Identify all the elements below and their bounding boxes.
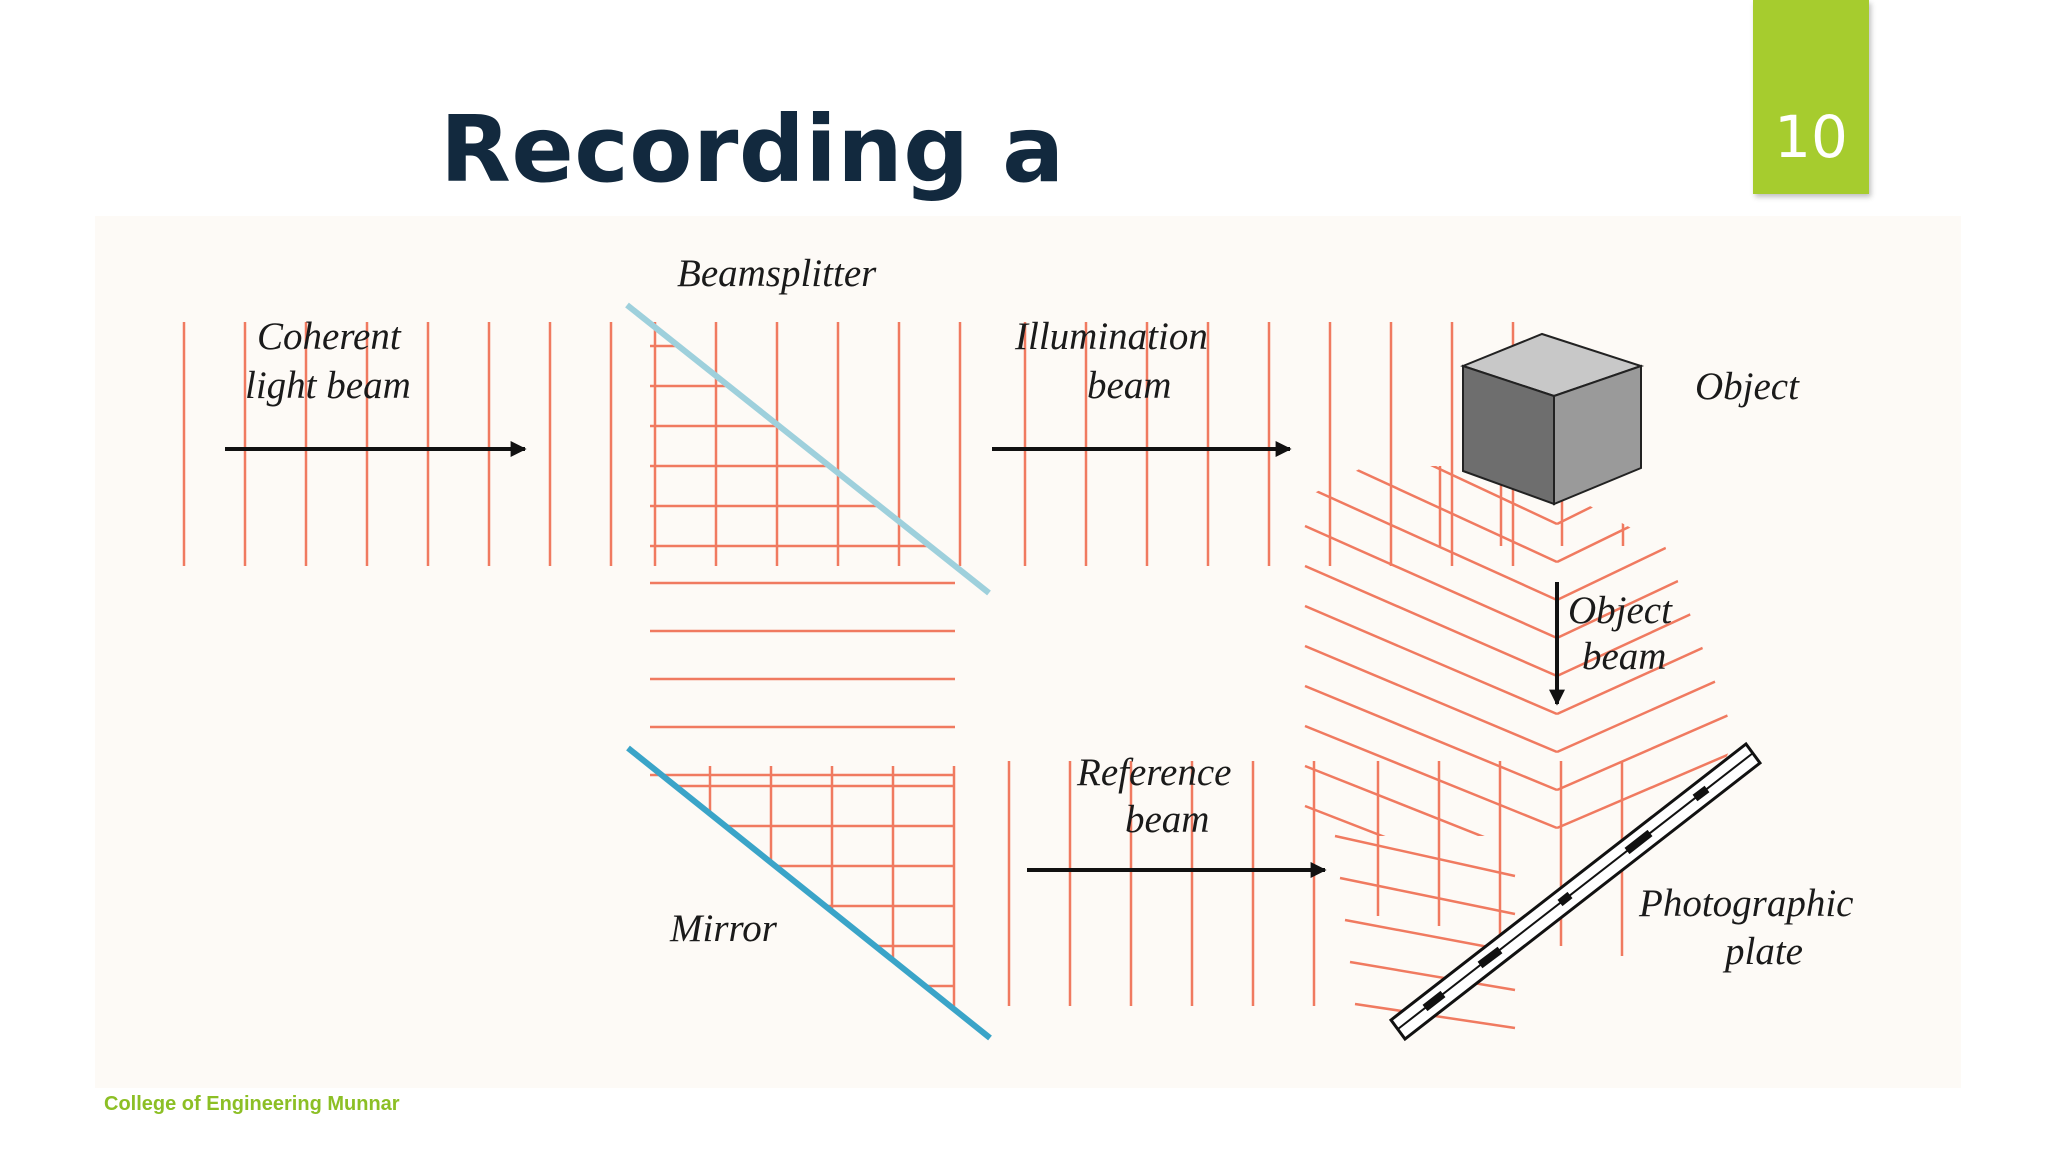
diagram-canvas: Beamsplitter Coherent light beam Illumin…	[182, 252, 1853, 1042]
hologram-recording-diagram: Beamsplitter Coherent light beam Illumin…	[95, 216, 1961, 1088]
wavefront-line	[1304, 644, 1558, 754]
page-number-tab: 10	[1753, 0, 1869, 194]
wavefront-line	[1334, 834, 1516, 878]
wavefront-line	[1556, 524, 1735, 640]
photographic-plate-label-line1: Photographic	[1638, 882, 1853, 925]
wavefront-line	[1349, 960, 1516, 992]
wavefront-line	[1339, 876, 1516, 916]
photographic-plate	[1388, 741, 1763, 1042]
page-number: 10	[1774, 103, 1848, 171]
object-cube	[1460, 332, 1645, 506]
wavefront-line	[1304, 466, 1558, 564]
illumination-beam-label-line1: Illumination	[1014, 315, 1208, 358]
wavefront-line	[1304, 466, 1558, 526]
mirror-label: Mirror	[669, 907, 778, 950]
wavefront-line	[1556, 564, 1735, 678]
wavefront-line	[1304, 604, 1558, 716]
wavefront-line	[1304, 564, 1558, 678]
beamsplitter	[625, 302, 991, 596]
object-beam-wavefronts	[1304, 466, 1735, 836]
wavefront-line	[1556, 724, 1735, 830]
coherent-beam-label-line1: Coherent	[257, 315, 402, 358]
reference-beam-label-line1: Reference	[1076, 751, 1231, 794]
mirror	[626, 745, 992, 1041]
object-label: Object	[1695, 365, 1800, 408]
object-beam-label-line1: Object	[1568, 589, 1673, 632]
wavefront-lines	[182, 322, 1735, 1030]
wavefront-line	[1304, 484, 1558, 602]
wavefront-line	[1556, 644, 1735, 754]
wavefront-line	[1556, 684, 1735, 792]
footer-institution: College of Engineering Munnar	[104, 1093, 400, 1115]
coherent-beam-label-line2: light beam	[245, 364, 411, 407]
photographic-plate-label-line2: plate	[1722, 930, 1803, 973]
reference-beam-label-line2: beam	[1125, 798, 1209, 841]
wavefront-line	[1304, 524, 1558, 640]
beamsplitter-label: Beamsplitter	[677, 252, 877, 295]
wavefront-line	[1304, 804, 1558, 836]
wavefront-line	[1304, 684, 1558, 792]
wavefront-line	[1304, 764, 1558, 836]
object-beam-label-line2: beam	[1582, 635, 1666, 678]
wavefront-line	[1556, 604, 1735, 716]
wavefront-line	[1304, 724, 1558, 830]
illumination-beam-label-line2: beam	[1087, 364, 1171, 407]
